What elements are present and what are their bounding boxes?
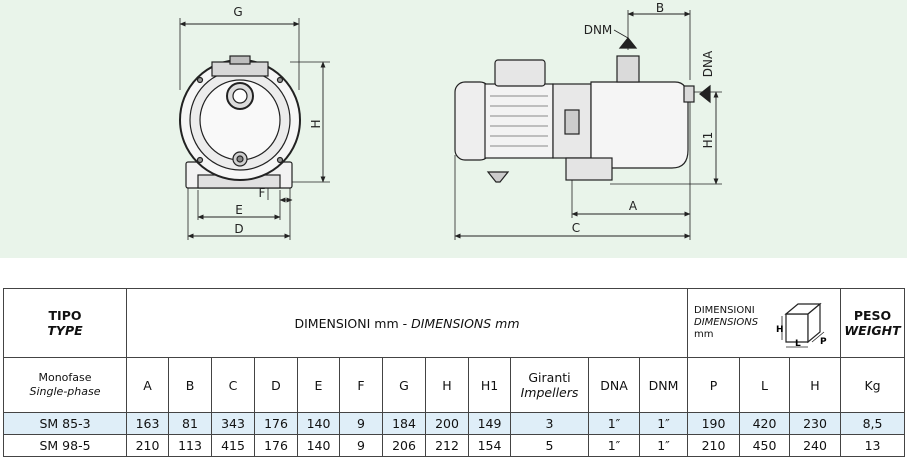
header-pack-cell: DIMENSIONI DIMENSIONS mm H L P [686,288,842,358]
col-header-H: H [425,357,469,413]
cell-E: 140 [297,434,340,457]
header-pack-mm: mm [694,329,714,340]
col-header-C: C [211,357,255,413]
cell-E: 140 [297,412,340,435]
header-weight: WEIGHT [844,323,901,338]
row-model: SM 98-5 [3,434,127,457]
subheader-phase-cell: Monofase Single-phase [3,357,127,413]
col-header-pack-H: H [788,357,842,413]
cell-pack-L: 420 [739,412,790,435]
cell-D: 176 [254,434,298,457]
cell-pack-H: 240 [788,434,842,457]
cell-A: 210 [126,434,169,457]
pack-box-label-L: L [795,339,801,349]
label-DNA: DNA [701,50,715,77]
label-E: E [235,203,243,217]
col-header-E: E [297,357,340,413]
cell-dna: 1″ [588,412,640,435]
cell-pack-P: 210 [687,434,740,457]
cell-B: 81 [168,412,212,435]
label-B: B [656,1,664,15]
col-header-D: D [254,357,298,413]
row-model: SM 85-3 [3,412,127,435]
cell-dnm: 1″ [639,434,688,457]
label-DNM: DNM [584,23,613,37]
cell-dnm: 1″ [639,412,688,435]
col-header-pack-L: L [739,357,790,413]
cell-H1: 154 [468,434,511,457]
header-pack-dimensions: DIMENSIONS [694,317,759,328]
table-row: SM 85-3 163 81 343 176 140 9 184 200 149… [3,412,906,435]
header-peso: PESO [853,308,892,323]
dimensions-table: TIPO TYPE DIMENSIONI mm - DIMENSIONS mm … [3,288,906,457]
header-type: TYPE [47,323,83,338]
cell-G: 184 [382,412,426,435]
pack-box-label-P: P [820,337,827,347]
header-pack-dimensioni: DIMENSIONI [694,305,755,316]
header-tipo: TIPO [48,308,82,323]
label-D: D [234,222,243,236]
cell-pack-L: 450 [739,434,790,457]
label-F: F [259,186,266,200]
cell-pack-P: 190 [687,412,740,435]
pump-drawing-svg: G H F E D [179,1,722,240]
cell-H: 200 [425,412,469,435]
col-header-impellers: Impellers [520,385,579,400]
cell-D: 176 [254,412,298,435]
col-header-DNM: DNM [639,357,688,413]
col-header-F: F [339,357,383,413]
table-row: SM 98-5 210 113 415 176 140 9 206 212 15… [3,434,906,457]
label-G: G [233,5,242,19]
cell-kg: 8,5 [840,412,906,435]
pack-box-label-H: H [776,325,784,335]
label-H: H [309,119,323,128]
cell-C: 415 [211,434,255,457]
cell-F: 9 [339,434,383,457]
col-header-B: B [168,357,212,413]
side-view [454,10,722,240]
header-dimensions-italic: DIMENSIONS mm [411,315,520,331]
col-header-pack-P: P [687,357,740,413]
cell-kg: 13 [840,434,906,457]
col-header-DNA: DNA [588,357,640,413]
cell-pack-H: 230 [788,412,842,435]
label-H1: H1 [701,132,715,149]
label-A: A [629,199,638,213]
col-header-kg: Kg [840,357,906,413]
header-dimensioni: DIMENSIONI mm - [294,315,412,331]
cell-F: 9 [339,412,383,435]
cell-giranti: 3 [510,412,589,435]
cell-H1: 149 [468,412,511,435]
label-C: C [572,221,580,235]
cell-giranti: 5 [510,434,589,457]
col-header-A: A [126,357,169,413]
cell-A: 163 [126,412,169,435]
front-view [179,18,330,240]
cell-C: 343 [211,412,255,435]
cell-B: 113 [168,434,212,457]
col-header-giranti-cell: Giranti Impellers [510,357,589,413]
cell-dna: 1″ [588,434,640,457]
col-header-H1: H1 [468,357,511,413]
cell-G: 206 [382,434,426,457]
cell-H: 212 [425,434,469,457]
subheader-single-phase: Single-phase [29,385,101,398]
header-dimensions-cell: DIMENSIONI mm - DIMENSIONS mm [126,288,688,358]
col-header-giranti: Giranti [528,370,571,385]
subheader-monofase: Monofase [38,371,92,384]
header-tipo-cell: TIPO TYPE [3,288,127,358]
pack-box-icon: H L P [776,302,827,349]
col-header-G: G [382,357,426,413]
technical-drawing: G H F E D [0,0,907,258]
header-peso-cell: PESO WEIGHT [840,288,906,358]
